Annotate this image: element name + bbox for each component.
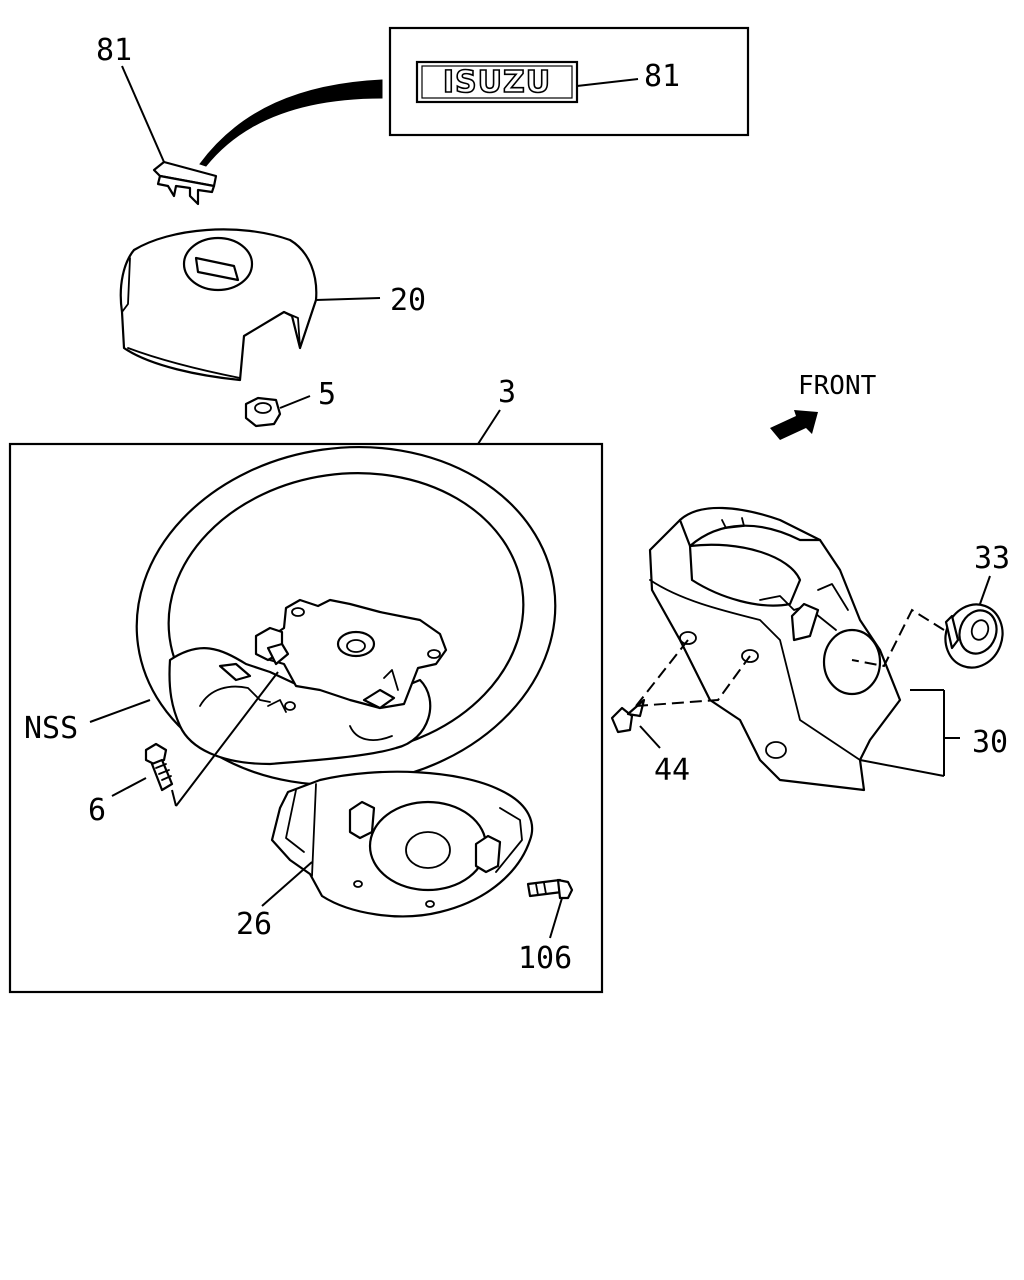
horn-pad-leader (315, 297, 381, 301)
screw-44: 44 (610, 639, 751, 788)
screw-dash-leader (635, 639, 751, 707)
nut: 5 (244, 377, 336, 428)
nut-leader (279, 395, 311, 409)
bolt-106-leader (549, 897, 563, 939)
emblem-badge-inner (421, 65, 573, 99)
callout-grommet-33: 33 (974, 541, 1010, 576)
callout-bolt-106: 106 (518, 941, 572, 976)
column-cover-leader (859, 689, 960, 777)
front-arrow-icon (770, 410, 818, 440)
callout-screw-44: 44 (654, 753, 690, 788)
grommet-leader (979, 575, 991, 605)
callout-nss: NSS (24, 711, 78, 746)
bolt-6: 6 (88, 671, 279, 828)
front-label: FRONT (798, 371, 877, 401)
callout-assembly: 3 (498, 375, 516, 410)
grommet-33: 33 (851, 541, 1010, 669)
emblem-inset: ISUZU 81 (388, 26, 750, 137)
assembly-frame (8, 442, 604, 994)
grommet-dash-leader (851, 608, 945, 668)
emblem-clip-leader (121, 65, 165, 163)
callout-emblem-badge: 81 (644, 59, 680, 94)
callout-column-cover: 30 (972, 725, 1008, 760)
emblem-badge-frame (415, 60, 579, 104)
bolt-6-leader (111, 777, 147, 797)
emblem-badge-text: ISUZU (443, 65, 551, 100)
emblem-inset-frame (388, 26, 750, 137)
callout-emblem-clip: 81 (96, 33, 132, 68)
front-indicator: FRONT (770, 371, 877, 440)
emblem-badge-leader (576, 78, 639, 87)
rear-cover-leader (261, 861, 313, 907)
nss-leader (89, 699, 151, 723)
emblem-arrow (199, 79, 383, 167)
column-cover: 30 (648, 506, 1008, 792)
emblem-clip: 81 (96, 33, 218, 206)
callout-bolt-6: 6 (88, 793, 106, 828)
callout-rear-cover: 26 (236, 907, 272, 942)
rear-cover: 26 (236, 770, 534, 942)
screw-leader (639, 725, 661, 749)
bolt-106: 106 (518, 878, 574, 976)
callout-horn-pad-cover: 20 (390, 283, 426, 318)
horn-pad-cover: 20 (119, 228, 426, 382)
assembly-leader (477, 409, 501, 445)
steering-wheel (135, 445, 557, 787)
callout-nut: 5 (318, 377, 336, 412)
steering-wheel-assembly: 3 NSS (8, 375, 604, 994)
